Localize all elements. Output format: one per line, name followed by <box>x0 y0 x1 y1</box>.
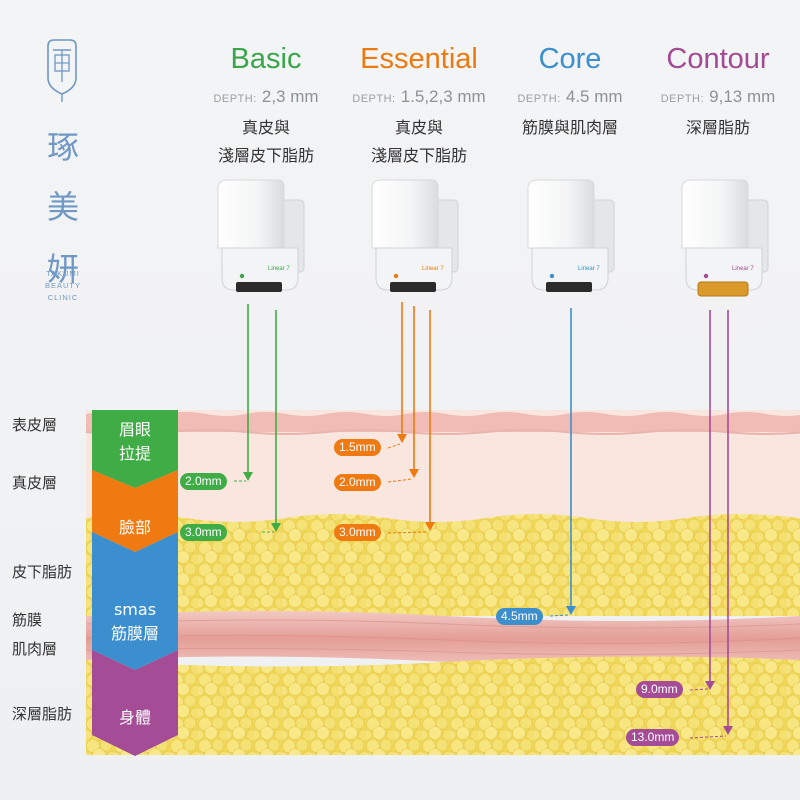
depth-label: DEPTH: <box>352 93 396 105</box>
depth-marker-contour-9mm: 9.0mm <box>636 681 683 698</box>
tip-basic: Basic DEPTH: 2,3 mm 真皮與 淺層皮下脂肪 <box>186 40 346 170</box>
tip-contour: Contour DEPTH: 9,13 mm 深層脂肪 <box>638 40 798 142</box>
tip-description: 真皮與 淺層皮下脂肪 <box>186 114 346 170</box>
device-label: Linear 7 <box>422 266 444 272</box>
device-label: Linear 7 <box>578 266 600 272</box>
depth-value: 2,3 mm <box>261 87 319 106</box>
depth-value: 9,13 mm <box>709 87 776 106</box>
depth-label: DEPTH: <box>213 93 257 105</box>
device-label: Linear 7 <box>732 266 754 272</box>
band-line: 拉提 <box>118 444 151 463</box>
layer-label-deep-fat: 深層脂肪 <box>12 705 73 723</box>
logo-char-1: 琢 <box>46 128 79 166</box>
transducer-basic-icon: Linear 7 <box>217 179 305 292</box>
tip-depth: DEPTH: 9,13 mm <box>638 86 798 108</box>
tip-description: 真皮與 淺層皮下脂肪 <box>339 114 499 170</box>
transducer-core-icon: Linear 7 <box>527 179 615 292</box>
band-line: 身體 <box>118 708 151 727</box>
layer-label-fascia: 筋膜 <box>12 611 43 629</box>
logo-char-2: 美 <box>46 188 79 226</box>
depth-value: 4.5 mm <box>565 87 623 106</box>
layer-label-muscle: 肌肉層 <box>12 640 58 658</box>
tip-essential: Essential DEPTH: 1.5,2,3 mm 真皮與 淺層皮下脂肪 <box>339 40 499 170</box>
logo-char-3: 妍 <box>46 250 79 288</box>
tip-description: 深層脂肪 <box>638 114 798 142</box>
depth-marker-basic-3mm: 3.0mm <box>180 524 227 541</box>
band-line: 筋膜層 <box>110 624 159 643</box>
tip-desc-line: 筋膜與肌肉層 <box>521 118 618 137</box>
tip-name: Essential <box>360 43 478 75</box>
depth-marker-essential-2mm: 2.0mm <box>334 474 381 491</box>
depth-marker-core-4-5mm: 4.5mm <box>496 608 543 625</box>
tip-depth: DEPTH: 4.5 mm <box>490 86 650 108</box>
clinic-logo: 琢 美 妍 TAKUMI BEAUTY CLINIC <box>28 38 98 318</box>
depth-label: DEPTH: <box>660 93 705 105</box>
tip-description: 筋膜與肌肉層 <box>490 114 650 142</box>
tip-desc-line: 淺層皮下脂肪 <box>370 146 467 165</box>
tip-name: Basic <box>230 43 302 75</box>
depth-marker-essential-3mm: 3.0mm <box>334 524 381 541</box>
tip-desc-line: 深層脂肪 <box>685 118 750 137</box>
band-line: 眉眼 <box>118 420 151 439</box>
logo-en-beauty: BEAUTY <box>44 281 81 290</box>
tip-desc-line: 真皮與 <box>394 118 443 137</box>
depth-label: DEPTH: <box>517 93 561 105</box>
layer-label-epidermis: 表皮層 <box>12 416 58 434</box>
band-label-face: 臉部 <box>92 516 178 540</box>
depth-marker-basic-2mm: 2.0mm <box>180 473 227 490</box>
layer-label-dermis: 真皮層 <box>12 474 58 492</box>
logo-en-clinic: CLINIC <box>47 293 79 302</box>
band-label-smas: smas 筋膜層 <box>92 598 178 646</box>
transducer-essential-icon: Linear 7 <box>371 179 459 292</box>
tip-core: Core DEPTH: 4.5 mm 筋膜與肌肉層 <box>490 40 650 142</box>
depth-value: 1.5,2,3 mm <box>400 87 486 106</box>
skin-cross-section <box>86 410 800 755</box>
device-label: Linear 7 <box>268 266 290 272</box>
band-line: 臉部 <box>118 518 151 537</box>
tip-depth: DEPTH: 1.5,2,3 mm <box>339 86 499 108</box>
transducer-contour-icon: Linear 7 <box>681 179 769 297</box>
tip-name: Contour <box>666 43 770 75</box>
logo-en-takumi: TAKUMI <box>46 269 80 278</box>
depth-marker-contour-13mm: 13.0mm <box>626 729 680 746</box>
tip-desc-line: 淺層皮下脂肪 <box>217 146 314 165</box>
tip-name: Core <box>538 43 602 75</box>
logo-emblem-icon <box>47 39 77 102</box>
tip-depth: DEPTH: 2,3 mm <box>186 86 346 108</box>
layer-label-subcutaneous-fat: 皮下脂肪 <box>12 563 73 581</box>
band-line: smas <box>113 600 157 619</box>
band-label-eyebrow-lift: 眉眼 拉提 <box>92 418 178 466</box>
depth-marker-essential-1-5mm: 1.5mm <box>334 439 381 456</box>
tip-desc-line: 真皮與 <box>241 118 290 137</box>
band-label-body: 身體 <box>92 706 178 730</box>
